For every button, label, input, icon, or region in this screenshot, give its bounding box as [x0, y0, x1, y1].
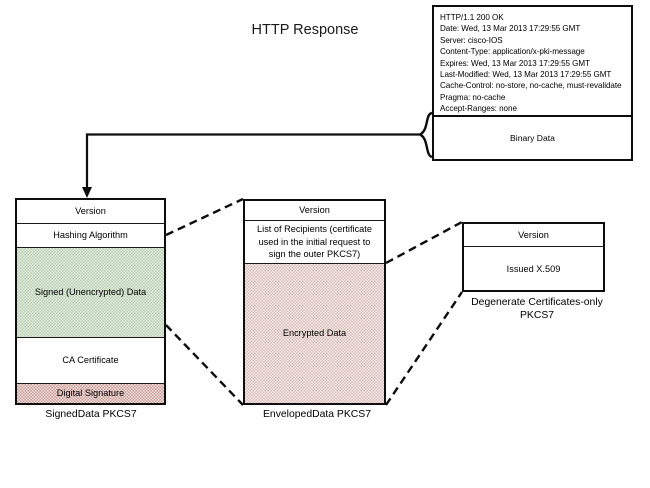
flow-arrow-line [85, 133, 419, 190]
enveloped-data-box: Version List of Recipients (certificate … [243, 199, 386, 405]
signed-data-row-version: Version [17, 200, 164, 224]
http-header-line: Last-Modified: Wed, 13 Mar 2013 17:29:55… [440, 70, 612, 80]
dashed-connector-signed-top [165, 197, 244, 237]
brace-icon [417, 111, 433, 159]
http-header-line: Accept-Ranges: none [440, 104, 517, 114]
signed-data-row-digital-signature: Digital Signature [17, 384, 164, 403]
degenerate-certs-caption: Degenerate Certificates-only PKCS7 [471, 297, 603, 321]
enveloped-data-caption: EnvelopedData PKCS7 [262, 409, 372, 420]
enveloped-data-row-version: Version [245, 201, 384, 221]
http-header-line: Date: Wed, 13 Mar 2013 17:29:55 GMT [440, 24, 581, 34]
dashed-connector-signed-bottom [165, 324, 244, 406]
signed-data-box: Version Hashing Algorithm Signed (Unencr… [15, 198, 166, 405]
signed-data-row-signed-unencrypted-data: Signed (Unencrypted) Data [17, 248, 164, 338]
degenerate-certs-row-version: Version [464, 224, 603, 247]
http-response-box: HTTP/1.1 200 OK Date: Wed, 13 Mar 2013 1… [432, 5, 633, 161]
signed-data-row-hashing-algorithm: Hashing Algorithm [17, 224, 164, 248]
page-title: HTTP Response [251, 22, 359, 38]
enveloped-data-row-encrypted-data: Encrypted Data [245, 264, 384, 403]
http-header-block: HTTP/1.1 200 OK Date: Wed, 13 Mar 2013 1… [434, 7, 631, 115]
http-header-line: HTTP/1.1 200 OK [440, 13, 504, 22]
http-header-line: Pragma: no-cache [440, 92, 506, 102]
degenerate-certs-box: Version Issued X.509 [462, 222, 605, 292]
http-header-line: Server: cisco-IOS [440, 35, 503, 45]
enveloped-data-row-list-of-recipients: List of Recipients (certificate used in … [245, 221, 384, 264]
dashed-connector-enveloped-bottom [385, 291, 463, 406]
http-header-line: Cache-Control: no-store, no-cache, must-… [440, 81, 622, 91]
signed-data-caption: SignedData PKCS7 [45, 409, 137, 420]
arrow-head-icon [82, 187, 92, 198]
http-header-line: Expires: Wed, 13 Mar 2013 17:29:55 GMT [440, 58, 591, 68]
http-binary-data-row: Binary Data [434, 115, 631, 159]
degenerate-certs-row-issued-x509: Issued X.509 [506, 264, 561, 275]
dashed-connector-enveloped-top [385, 220, 463, 265]
signed-data-row-ca-certificate: CA Certificate [17, 338, 164, 384]
http-header-line: Content-Type: application/x-pki-message [440, 47, 585, 57]
